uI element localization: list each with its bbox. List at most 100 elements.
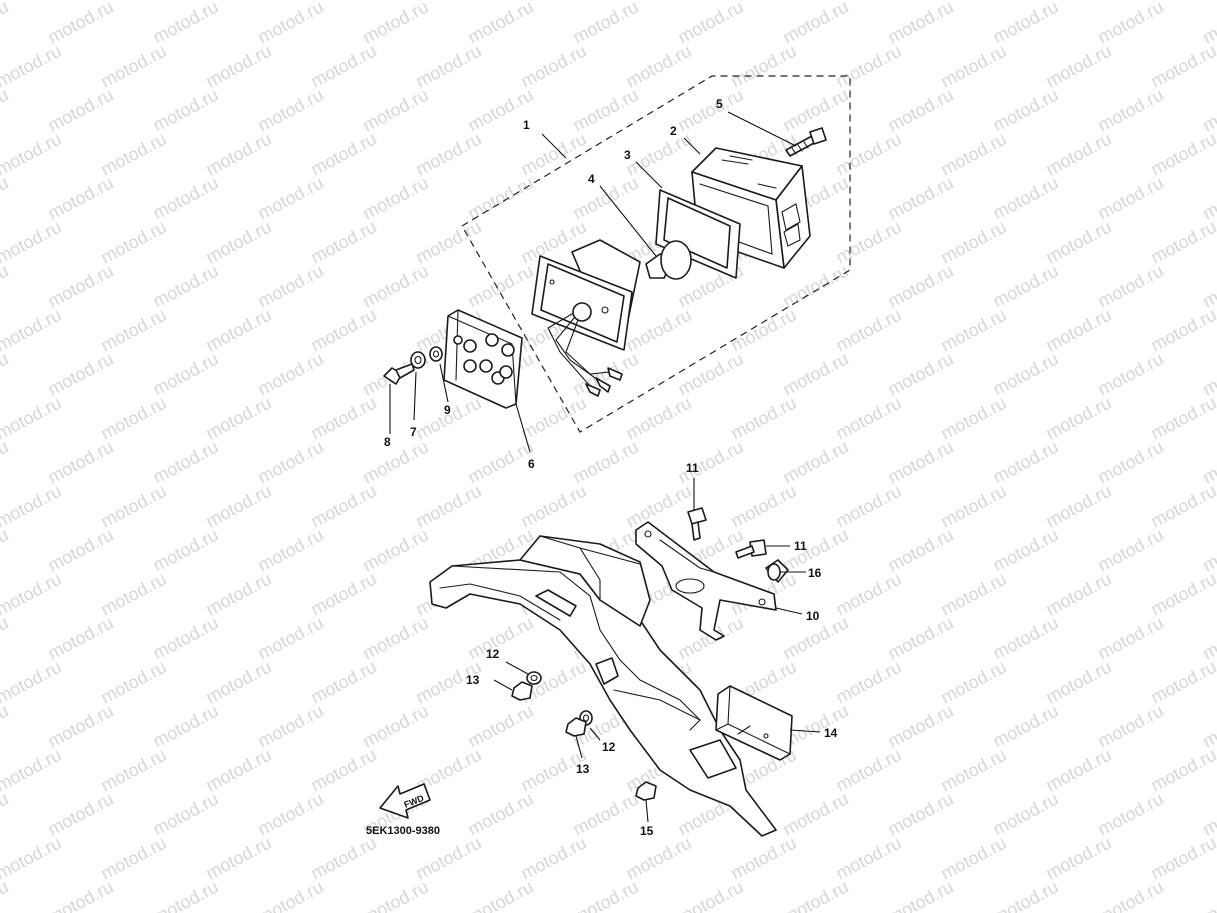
- watermark-text: motod.ru: [674, 85, 746, 136]
- watermark-text: motod.ru: [989, 789, 1061, 840]
- watermark-text: motod.ru: [622, 41, 694, 92]
- watermark-text: motod.ru: [832, 393, 904, 444]
- watermark-text: motod.ru: [569, 173, 641, 224]
- watermark-text: motod.ru: [1199, 613, 1217, 664]
- watermark-text: motod.ru: [97, 657, 169, 708]
- watermark-text: motod.ru: [727, 481, 799, 532]
- watermark-text: motod.ru: [97, 41, 169, 92]
- watermark-text: motod.ru: [254, 349, 326, 400]
- watermark-text: motod.ru: [44, 261, 116, 312]
- watermark-text: motod.ru: [464, 173, 536, 224]
- watermark-text: motod.ru: [412, 129, 484, 180]
- watermark-text: motod.ru: [307, 217, 379, 268]
- watermark-text: motod.ru: [779, 877, 851, 913]
- watermark-text: motod.ru: [0, 437, 12, 488]
- watermark-text: motod.ru: [989, 701, 1061, 752]
- bulb: [645, 240, 692, 280]
- nut-13-left: [511, 681, 533, 701]
- watermark-text: motod.ru: [44, 437, 116, 488]
- rear-reflector: [715, 685, 793, 761]
- watermark-text: motod.ru: [97, 569, 169, 620]
- watermark-text: motod.ru: [359, 261, 431, 312]
- watermark-text: motod.ru: [1147, 41, 1217, 92]
- watermark-text: motod.ru: [517, 41, 589, 92]
- watermark-text: motod.ru: [0, 877, 12, 913]
- watermark-text: motod.ru: [359, 525, 431, 576]
- watermark-text: motod.ru: [0, 789, 12, 840]
- watermark-text: motod.ru: [44, 85, 116, 136]
- watermark-text: motod.ru: [1042, 393, 1114, 444]
- callout-11-side: 11: [794, 539, 807, 553]
- leader-lines: [389, 111, 821, 823]
- watermark-text: motod.ru: [937, 305, 1009, 356]
- watermark-text: motod.ru: [202, 569, 274, 620]
- watermark-text: motod.ru: [884, 437, 956, 488]
- watermark-text: motod.ru: [779, 85, 851, 136]
- watermark-text: motod.ru: [1147, 393, 1217, 444]
- watermark-text: motod.ru: [937, 745, 1009, 796]
- watermark-text: motod.ru: [884, 0, 956, 48]
- watermark-text: motod.ru: [1042, 217, 1114, 268]
- watermark-text: motod.ru: [464, 261, 536, 312]
- watermark-text: motod.ru: [779, 349, 851, 400]
- nut-15: [635, 781, 657, 801]
- watermark-text: motod.ru: [1199, 877, 1217, 913]
- watermark-text: motod.ru: [0, 613, 12, 664]
- bracket-bolt-side: [735, 539, 767, 559]
- watermark-text: motod.ru: [0, 129, 65, 180]
- watermark-text: motod.ru: [1042, 657, 1114, 708]
- tail-light-assembly: [383, 75, 851, 433]
- callout-13-left: 13: [466, 673, 480, 687]
- watermark-text: motod.ru: [832, 569, 904, 620]
- rear-bracket-assembly: FWD: [379, 507, 793, 837]
- watermark-text: motod.ru: [149, 0, 221, 48]
- watermark-text: motod.ru: [517, 481, 589, 532]
- callout-3: 3: [624, 148, 631, 162]
- watermark-text: motod.ru: [149, 701, 221, 752]
- watermark-text: motod.ru: [254, 437, 326, 488]
- watermark-text: motod.ru: [307, 393, 379, 444]
- watermark-text: motod.ru: [937, 41, 1009, 92]
- watermark-text: motod.ru: [1199, 173, 1217, 224]
- watermark-text: motod.ru: [412, 217, 484, 268]
- watermark-text: motod.ru: [464, 789, 536, 840]
- washer: [410, 351, 426, 369]
- watermark-text: motod.ru: [1094, 349, 1166, 400]
- watermark-text: motod.ru: [622, 481, 694, 532]
- watermark-text: motod.ru: [0, 0, 12, 48]
- callout-1: 1: [523, 118, 530, 132]
- watermark-text: motod.ru: [359, 85, 431, 136]
- light-bracket: [635, 521, 777, 641]
- watermark-text: motod.ru: [569, 877, 641, 913]
- watermark-text: motod.ru: [359, 0, 431, 48]
- watermark-text: motod.ru: [44, 0, 116, 48]
- callout-16: 16: [808, 566, 822, 580]
- watermark-text: motod.ru: [0, 85, 12, 136]
- watermark-text: motod.ru: [832, 129, 904, 180]
- callout-6: 6: [528, 457, 535, 471]
- watermark-text: motod.ru: [254, 789, 326, 840]
- watermark-text: motod.ru: [884, 85, 956, 136]
- watermark-text: motod.ru: [884, 525, 956, 576]
- watermark-text: motod.ru: [0, 833, 65, 884]
- nut-13-right: [565, 717, 587, 737]
- watermark-text: motod.ru: [44, 877, 116, 913]
- watermark-text: motod.ru: [1094, 613, 1166, 664]
- watermark-text: motod.ru: [622, 129, 694, 180]
- watermark-text: motod.ru: [307, 41, 379, 92]
- watermark-text: motod.ru: [202, 393, 274, 444]
- callout-9: 9: [444, 403, 451, 417]
- watermark-text: motod.ru: [97, 833, 169, 884]
- watermark-text: motod.ru: [464, 877, 536, 913]
- watermark-text: motod.ru: [359, 877, 431, 913]
- watermark-text: motod.ru: [989, 261, 1061, 312]
- watermark-text: motod.ru: [254, 613, 326, 664]
- watermark-text: motod.ru: [202, 217, 274, 268]
- watermark-text: motod.ru: [0, 525, 12, 576]
- watermark-text: motod.ru: [832, 305, 904, 356]
- watermark-text: motod.ru: [0, 305, 65, 356]
- assembly-boundary: [461, 75, 851, 433]
